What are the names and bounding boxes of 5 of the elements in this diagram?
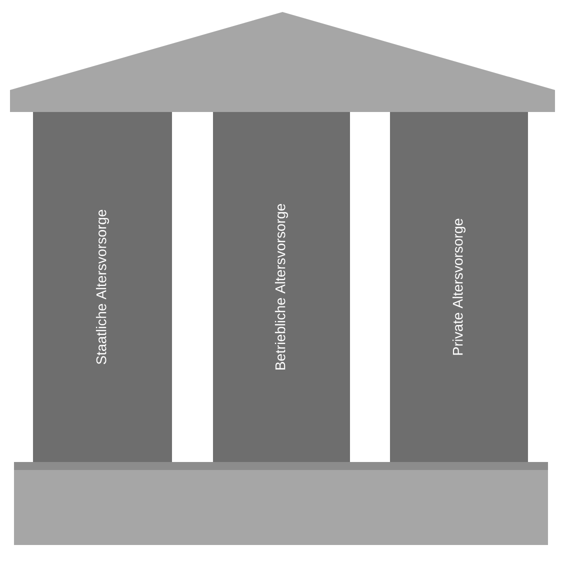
roof-drawing	[10, 12, 555, 112]
pillar: Staatliche Altersvorsorge	[33, 112, 172, 462]
pillar: Betriebliche Altersvorsorge	[213, 112, 350, 462]
pillar: Private Altersvorsorge	[390, 112, 528, 462]
base-block	[14, 462, 548, 545]
